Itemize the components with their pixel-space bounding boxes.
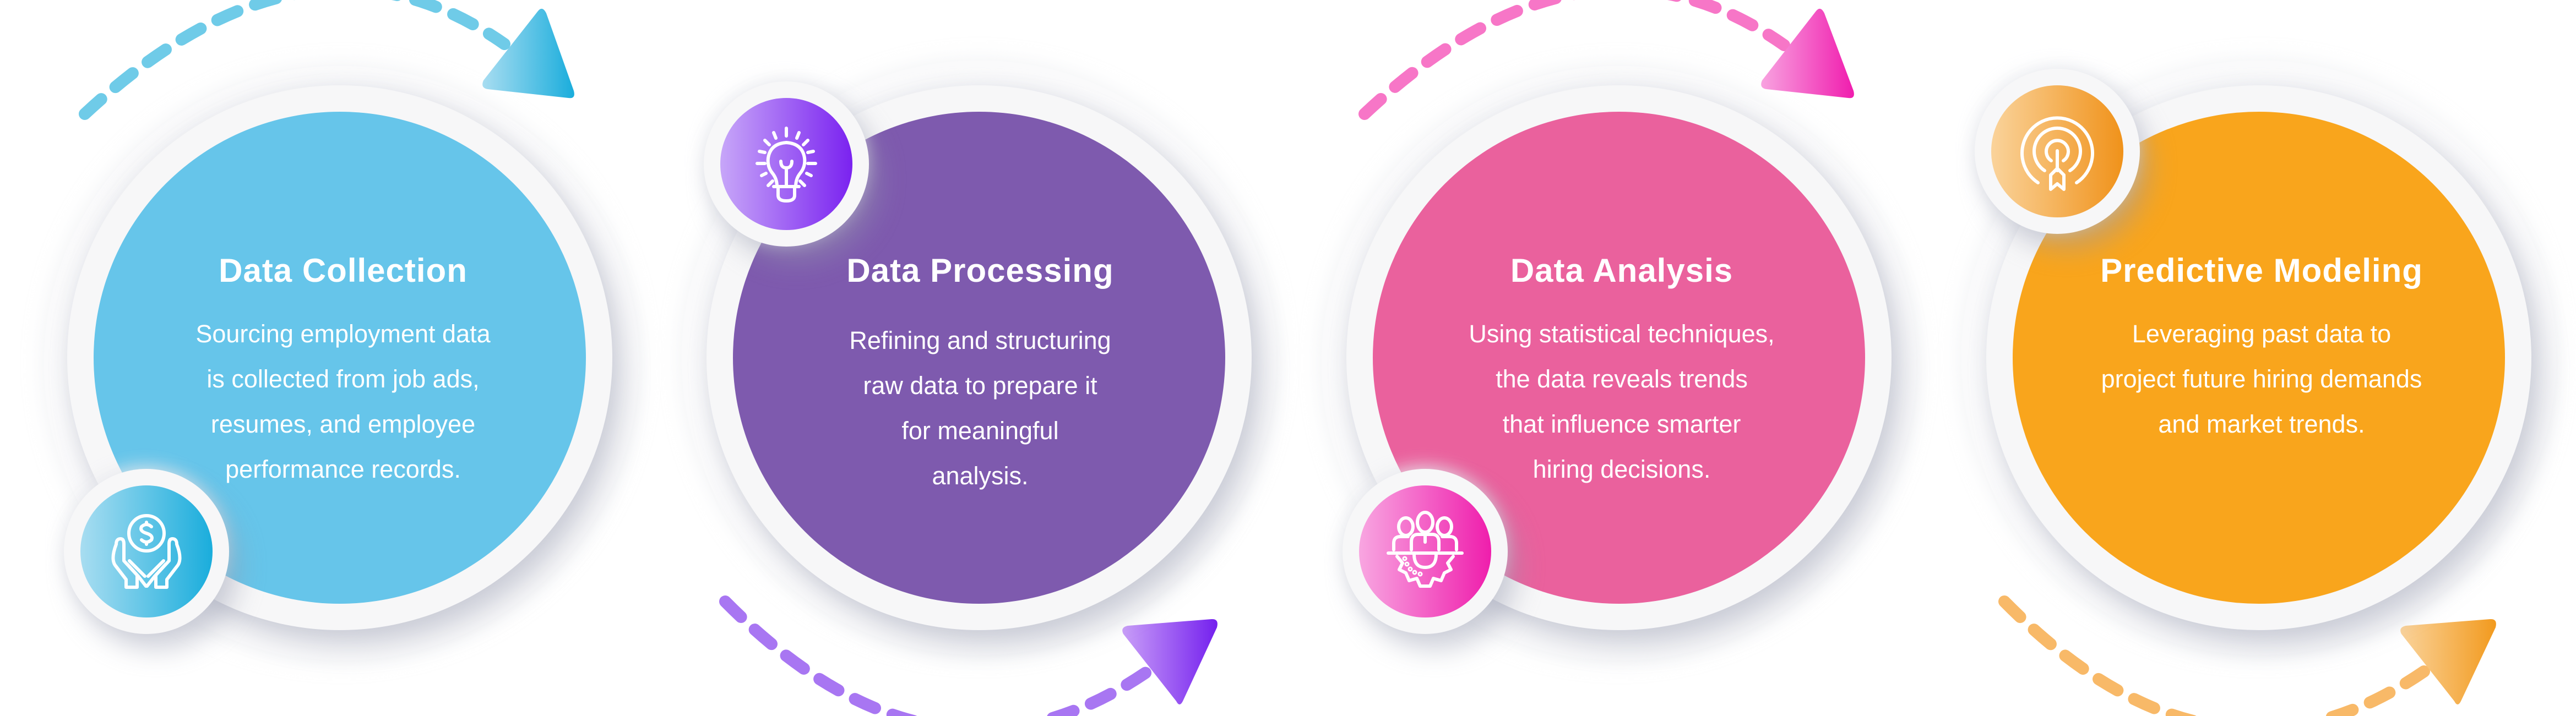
connector-3-top (1358, 0, 1854, 120)
hands-dollar-icon (105, 510, 188, 593)
step-2-description: Refining and structuring raw data to pre… (849, 326, 1111, 490)
arrowhead-4 (2400, 619, 2496, 704)
target-arrow-icon (2016, 110, 2099, 193)
step-2-text: Data Processing Refining and structuring… (771, 0, 1189, 550)
arrowhead-3 (1761, 8, 1854, 99)
step-1-title: Data Collection (219, 252, 468, 289)
connector-4-bottom (1998, 595, 2496, 716)
step-4-text: Predictive Modeling Leveraging past data… (2052, 0, 2471, 550)
step-4-description: Leveraging past data to project future h… (2101, 320, 2422, 438)
step-1-description: Sourcing employment data is collected fr… (195, 320, 491, 483)
step-4-title: Predictive Modeling (2100, 252, 2423, 289)
step-2-icon-badge (720, 98, 852, 230)
connector-1-top (79, 0, 574, 120)
arrowhead-1 (482, 8, 574, 99)
step-3-text: Data Analysis Using statistical techniqu… (1412, 0, 1831, 550)
step-1-text: Data Collection Sourcing employment data… (134, 0, 552, 550)
lightbulb-icon (745, 123, 828, 205)
step-2-title: Data Processing (846, 252, 1114, 289)
connector-2-bottom (719, 595, 1218, 716)
step-3-title: Data Analysis (1510, 252, 1733, 289)
step-3-description: Using statistical techniques, the data r… (1469, 320, 1775, 483)
arrowhead-2 (1122, 619, 1218, 704)
team-gear-icon (1384, 510, 1466, 593)
